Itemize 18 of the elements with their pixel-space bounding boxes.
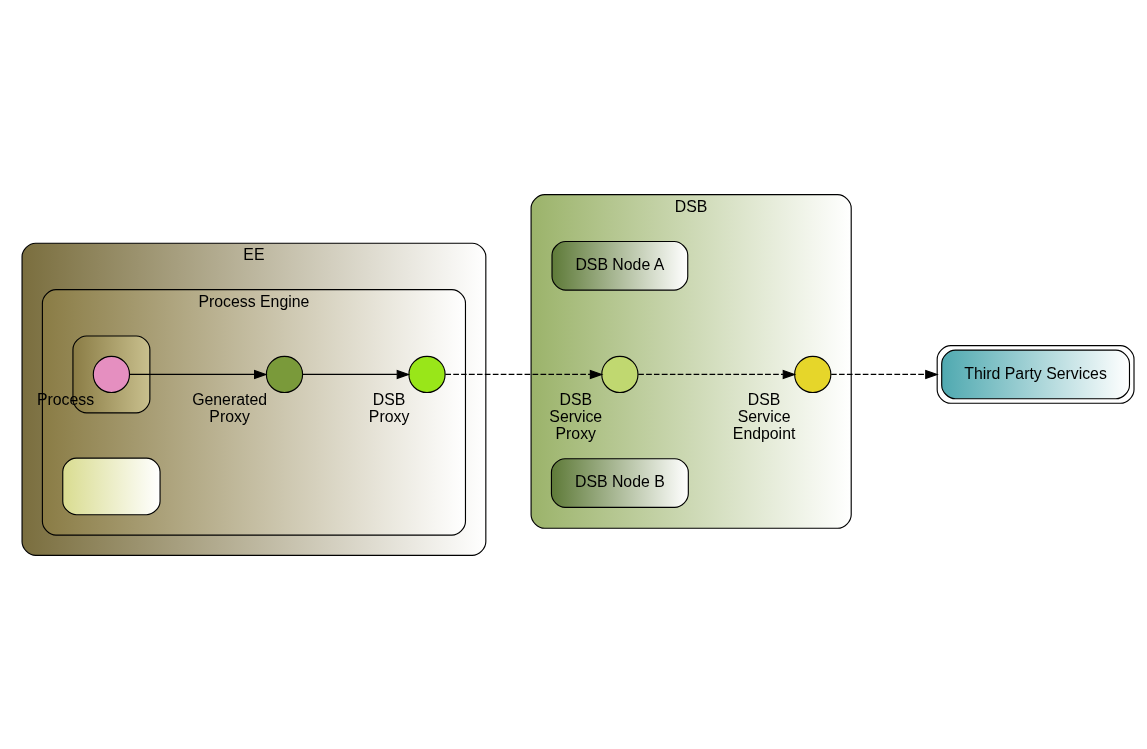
node-box: DSB Node A <box>551 240 689 291</box>
node-box: Third Party Services <box>936 344 1135 404</box>
node-circle <box>601 355 639 393</box>
node-circle <box>265 355 304 393</box>
arrow <box>444 369 604 379</box>
node-label: Generated Proxy <box>192 390 268 425</box>
node-circle <box>794 355 832 393</box>
arrow <box>830 369 939 379</box>
node-circle <box>408 355 446 393</box>
arrow <box>128 369 268 379</box>
node-box: DSB Node B <box>550 457 689 508</box>
node-label: DSB Service Endpoint <box>732 390 796 442</box>
arrow <box>302 369 411 379</box>
node-box <box>62 457 161 515</box>
node-label: DSB Proxy <box>368 390 410 425</box>
node-label: DSB Service Proxy <box>549 390 603 442</box>
node-circle <box>92 355 131 393</box>
arrow <box>637 369 797 379</box>
